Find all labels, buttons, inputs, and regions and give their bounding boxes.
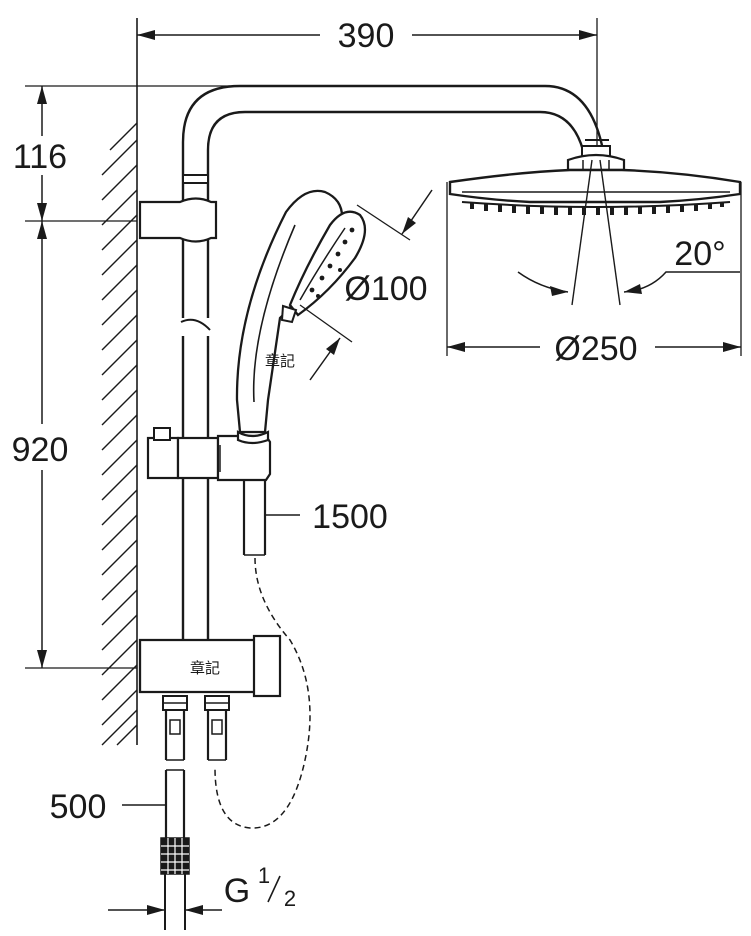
shower-riser [180,84,605,640]
watermark-upper: 章記 [265,352,295,370]
hose-500: 500 [50,769,190,930]
dimension-116-label: 116 [13,138,67,176]
thread-label-denominator: 2 [284,886,296,911]
hand-shower-holder [146,427,272,482]
dimension-hand-diameter-label: Ø100 [344,270,427,308]
dimension-head-diameter: Ø250 [446,182,742,368]
dimension-1500-label: 1500 [312,498,388,536]
wall-hatch [101,18,138,746]
thread-label-numerator: 1 [258,863,270,888]
watermark-lower: 章記 [190,659,220,677]
dimension-thread: G 1 2 [108,863,296,915]
hand-shower-nozzles [309,227,355,298]
dimension-hand-diameter: Ø100 [299,189,433,381]
thread-label-main: G [224,872,250,910]
hose-1500: 1500 [214,480,388,829]
inlet-connectors [162,695,230,761]
dimension-500-label: 500 [50,788,107,826]
hand-shower [235,189,367,445]
dimension-angle-label: 20° [674,235,725,273]
mixer-unit: 章記 [138,634,282,698]
wall-bracket-top [138,197,218,243]
dimension-390-label: 390 [338,17,395,55]
dimension-390: 390 [137,17,598,150]
dimension-920: 920 [12,221,137,669]
dimension-angle: 20° [517,159,740,306]
dimension-head-diameter-label: Ø250 [554,330,637,368]
dimension-920-label: 920 [12,431,69,469]
head-shower-nozzles [470,202,724,215]
dimension-116: 116 [13,85,230,222]
head-shower [448,139,742,215]
